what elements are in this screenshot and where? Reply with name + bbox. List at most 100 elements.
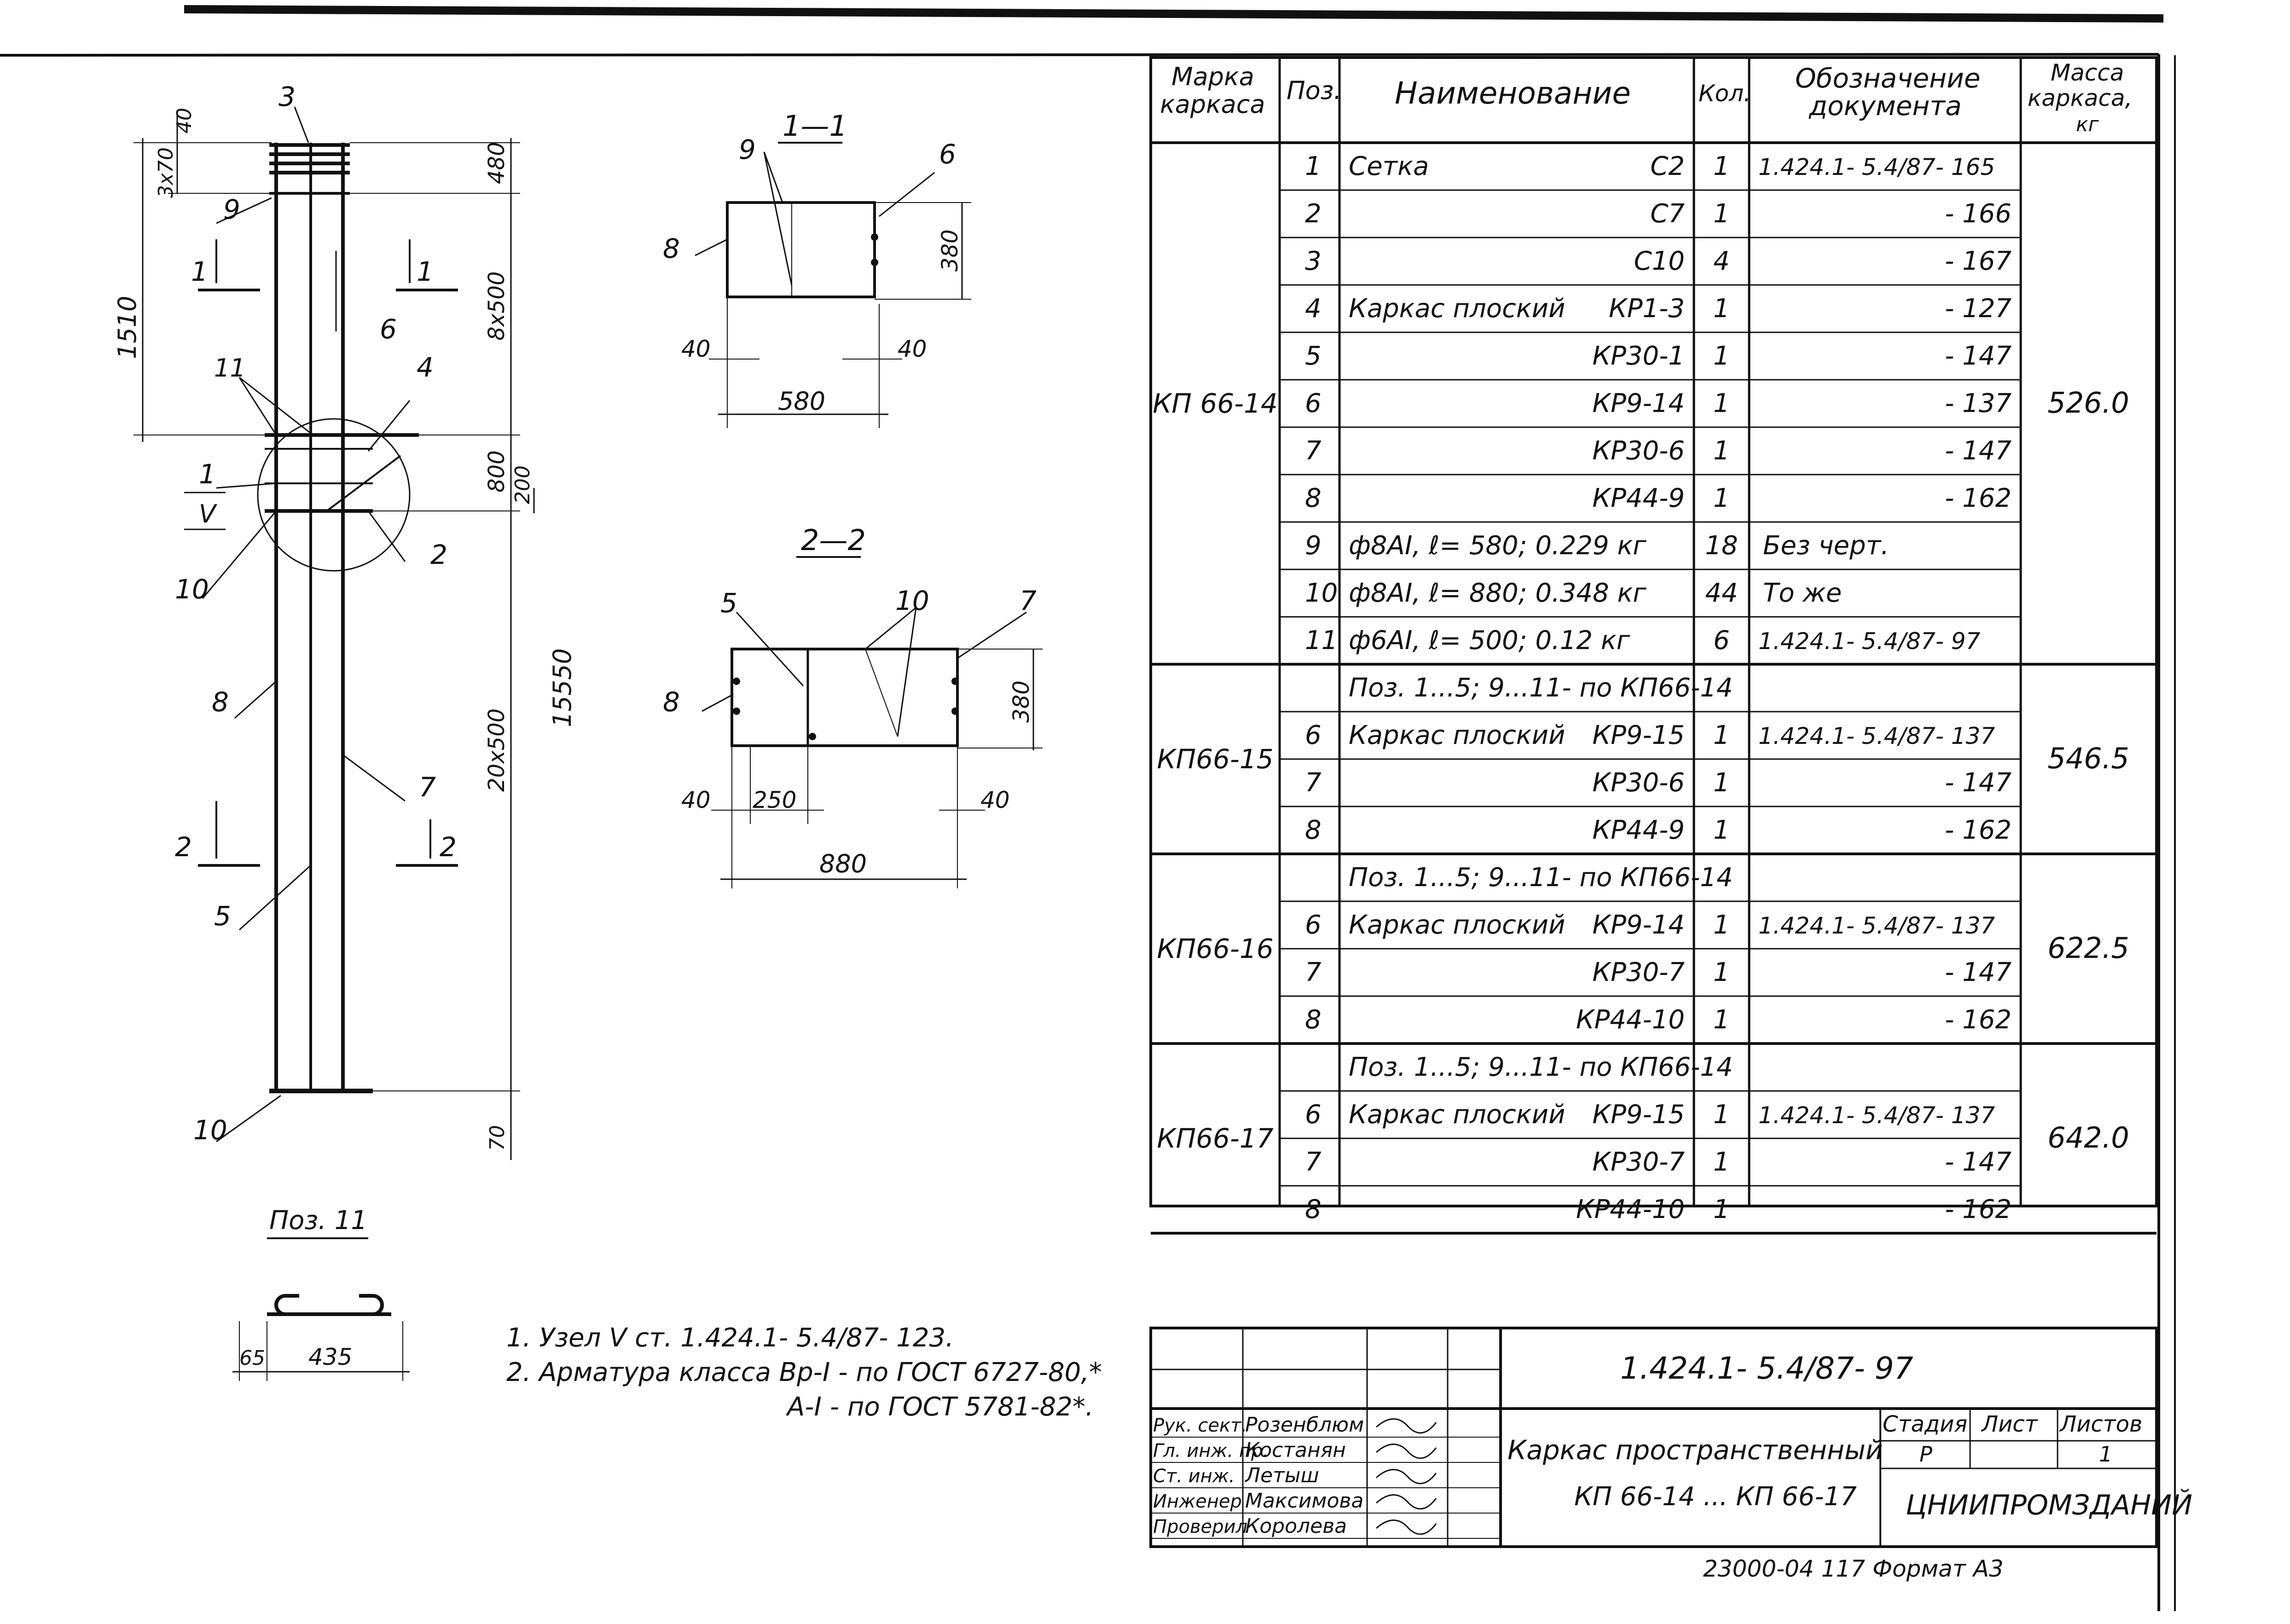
table-cell-poz: 7	[1305, 768, 1322, 798]
table-cell-poz: 9	[1305, 531, 1322, 561]
table-cell-doc: 1.424.1- 5.4/87- 137	[1758, 723, 1995, 749]
table-cell-mass: 622.5	[2047, 931, 2129, 965]
title-block: 1.424.1- 5.4/87- 97 Каркас пространствен…	[1149, 1327, 2192, 1582]
tb-organization: ЦНИИПРОМЗДАНИЙ	[1906, 1489, 2192, 1521]
tb-stage-label: Стадия	[1883, 1411, 1967, 1437]
cut-2-right: 2	[440, 831, 457, 863]
table-cell-doc: - 162	[1945, 483, 2012, 513]
note-1: 1. Узел V ст. 1.424.1- 5.4/87- 123.	[506, 1323, 954, 1353]
table-cell-marka: КП66-15	[1157, 743, 1273, 775]
label-pos9: 9	[223, 194, 240, 225]
label-pos11: 11	[214, 354, 246, 383]
tb-role: Инженер	[1153, 1491, 1242, 1512]
s22-dim250: 250	[753, 787, 796, 813]
elevation-view: 3 9 6 11 4 1 V 10 2 8 7 5 10 1 1 2 2 40 …	[113, 81, 577, 1160]
table-cell-doc: То же	[1763, 578, 1842, 608]
table-cell-poz: 8	[1305, 815, 1322, 845]
table-cell-name: Каркас плоский	[1349, 294, 1565, 324]
s11-pos6: 6	[939, 139, 956, 170]
table-cell-mark: КР44-10	[1576, 1195, 1685, 1224]
signature-icon	[1376, 1469, 1437, 1485]
table-cell-poz: 1	[1305, 151, 1322, 181]
table-cell-mass: 546.5	[2047, 742, 2129, 775]
hdr-doc-1: Обозначение	[1795, 63, 1980, 94]
label-pos-v: V	[199, 499, 218, 528]
table-cell-doc: - 166	[1945, 199, 2012, 229]
s11-pos8: 8	[663, 233, 680, 264]
dim-15550: 15550	[548, 648, 577, 727]
section-1-1-title: 1—1	[783, 109, 847, 143]
table-cell-doc: - 137	[1945, 389, 2012, 418]
signature-icon	[1376, 1494, 1437, 1510]
table-cell-qty: 4	[1713, 246, 1730, 276]
table-cell-mark: КР44-10	[1576, 1005, 1685, 1035]
poz11-detail: Поз. 11 65 435	[232, 1206, 410, 1381]
hdr-mass-1: Масса	[2051, 59, 2124, 86]
table-cell-doc: - 162	[1945, 1195, 2012, 1224]
s22-dim380: 380	[1009, 680, 1034, 723]
table-cell-name: ф6АI, ℓ= 500; 0.12 кг	[1349, 626, 1630, 655]
tb-role: Гл. инж. пр.	[1153, 1440, 1269, 1462]
hdr-name: Наименование	[1395, 75, 1631, 111]
note-2: 2. Арматура класса Вр-I - по ГОСТ 6727-8…	[506, 1357, 1102, 1387]
table-cell-poz: 8	[1305, 1005, 1322, 1035]
table-cell-doc: 1.424.1- 5.4/87- 97	[1758, 628, 1981, 655]
signature-icon	[1376, 1444, 1437, 1459]
hdr-doc-2: документа	[1809, 90, 1962, 122]
table-cell-mark: КР30-6	[1592, 768, 1685, 798]
table-cell-mark: КР9-14	[1592, 389, 1685, 418]
label-pos7: 7	[419, 771, 436, 803]
table-cell-doc: - 167	[1945, 246, 2012, 276]
table-cell-name: ф8АI, ℓ= 880; 0.348 кг	[1349, 578, 1646, 608]
s11-dim580: 580	[778, 387, 825, 416]
dim-8x500: 8х500	[484, 271, 510, 341]
table-cell-name: Поз. 1...5; 9...11- по КП66-14	[1349, 673, 1733, 703]
table-cell-qty: 1	[1713, 1100, 1730, 1130]
dim-480: 480	[484, 142, 510, 184]
cut-1-left: 1	[191, 256, 208, 287]
table-cell-qty: 1	[1713, 199, 1730, 229]
tb-person-name: Максимова	[1245, 1489, 1363, 1513]
table-cell-poz: 3	[1305, 246, 1322, 276]
table-cell-name: Каркас плоский	[1349, 910, 1565, 940]
table-cell-mark: КР9-14	[1592, 910, 1685, 940]
s22-dim40-left: 40	[681, 787, 711, 813]
label-pos5: 5	[214, 900, 231, 932]
tb-person-name: Королева	[1245, 1514, 1347, 1538]
table-cell-mark: КР44-9	[1592, 815, 1685, 845]
s22-dim40-right: 40	[980, 787, 1010, 813]
hdr-marka-2: каркаса	[1160, 90, 1265, 119]
cut-2-left: 2	[175, 831, 192, 863]
tb-sheets-label: Листов	[2059, 1411, 2142, 1437]
table-cell-poz: 4	[1305, 294, 1322, 324]
table-cell-qty: 44	[1705, 578, 1738, 608]
table-cell-doc: - 147	[1945, 768, 2012, 798]
table-cell-mark: КР30-7	[1592, 1147, 1685, 1177]
table-cell-qty: 1	[1713, 1195, 1730, 1224]
tb-sheets-value: 1	[2099, 1442, 2112, 1467]
label-pos6: 6	[380, 313, 397, 345]
table-cell-doc: 1.424.1- 5.4/87- 165	[1758, 154, 1995, 180]
table-cell-mark: КР9-15	[1592, 720, 1685, 750]
table-cell-mark: С2	[1650, 151, 1685, 181]
table-cell-poz: 6	[1305, 910, 1322, 940]
table-cell-mark: КР44-9	[1592, 483, 1685, 513]
table-cell-name: Поз. 1...5; 9...11- по КП66-14	[1349, 863, 1733, 893]
s22-pos8: 8	[663, 686, 680, 718]
signature-icon	[1376, 1418, 1437, 1434]
table-cell-doc: - 162	[1945, 815, 2012, 845]
tb-person-name: Розенблюм	[1245, 1413, 1364, 1437]
table-cell-mark: С7	[1650, 199, 1685, 229]
poz11-dim65: 65	[239, 1346, 265, 1370]
s11-dim40-right: 40	[898, 336, 927, 362]
table-cell-mass: 526.0	[2047, 386, 2129, 420]
hdr-mass-2: каркаса,	[2028, 85, 2132, 111]
s11-dim40-left: 40	[681, 336, 711, 362]
hdr-qty: Кол.	[1699, 80, 1751, 107]
poz11-title: Поз. 11	[269, 1206, 367, 1235]
table-cell-mark: КР30-6	[1592, 436, 1685, 466]
table-cell-qty: 1	[1713, 1005, 1730, 1035]
dim-200: 200	[511, 465, 534, 504]
table-cell-poz: 6	[1305, 389, 1322, 418]
tb-person-name: Летыш	[1244, 1464, 1319, 1487]
